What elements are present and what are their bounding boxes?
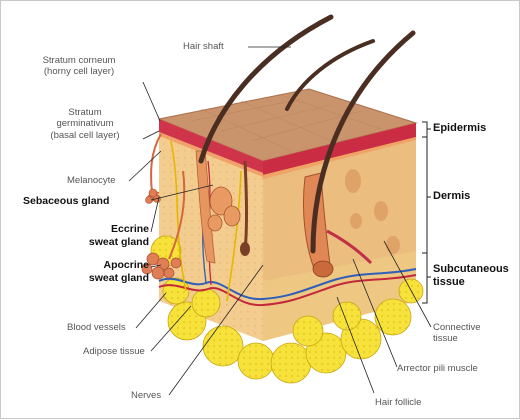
label-melanocyte: Melanocyte [67,175,116,186]
label-hair-shaft: Hair shaft [183,41,224,52]
label-connective-1: Connective [433,322,481,333]
label-stratum-corneum-title: Stratum corneum [19,55,139,66]
layer-subcutaneous-1: Subcutaneous [433,263,509,276]
label-adipose-tissue: Adipose tissue [83,346,145,357]
label-connective-tissue: Connective tissue [433,322,481,345]
label-blood-vessels: Blood vessels [67,322,126,333]
label-sebaceous-gland: Sebaceous gland [23,195,109,208]
layer-brackets [422,122,431,303]
label-stratum-germinativum-2: germinativum [27,118,143,129]
layer-epidermis: Epidermis [433,122,486,135]
label-arrector-pili-muscle: Arrector pili muscle [397,363,478,374]
label-eccrine-2: sweat gland [53,236,149,249]
label-stratum-germinativum: Stratum germinativum (basal cell layer) [27,107,143,141]
layer-subcutaneous-tissue: Subcutaneous tissue [433,263,509,289]
label-connective-2: tissue [433,333,481,344]
label-nerves: Nerves [131,390,161,401]
label-stratum-corneum: Stratum corneum (horny cell layer) [19,55,139,78]
label-stratum-germinativum-1: Stratum [27,107,143,118]
label-stratum-germinativum-sub: (basal cell layer) [27,130,143,141]
label-apocrine-sweat-gland: Apocrine sweat gland [53,259,149,284]
label-apocrine-2: sweat gland [53,272,149,285]
label-eccrine-sweat-gland: Eccrine sweat gland [53,223,149,248]
label-apocrine-1: Apocrine [53,259,149,272]
label-stratum-corneum-sub: (horny cell layer) [19,66,139,77]
layer-dermis: Dermis [433,190,470,203]
label-eccrine-1: Eccrine [53,223,149,236]
layer-subcutaneous-2: tissue [433,276,509,289]
label-hair-follicle: Hair follicle [375,397,421,408]
